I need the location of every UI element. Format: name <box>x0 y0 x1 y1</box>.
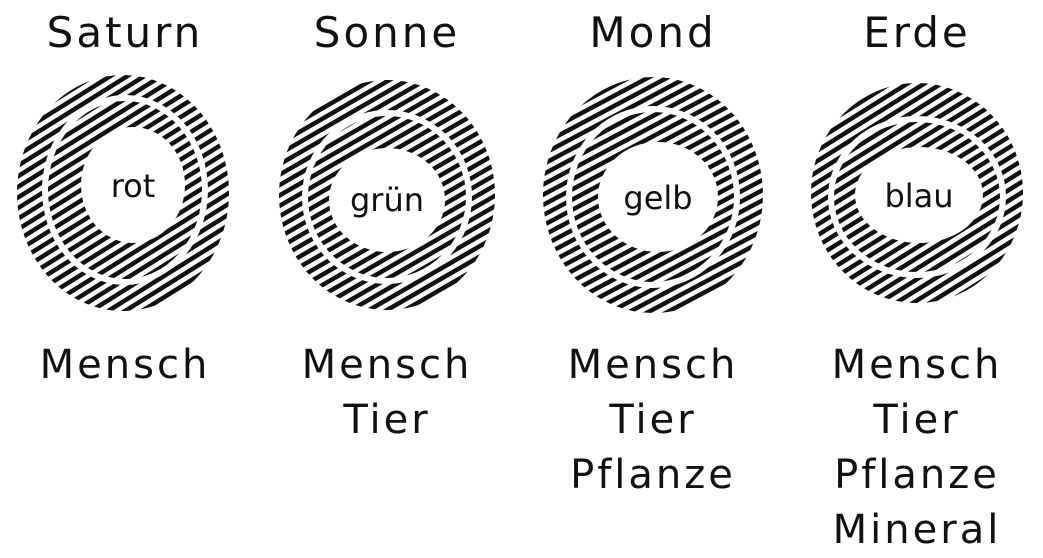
column-title: Erde <box>792 8 1042 57</box>
column-erde: Erde blau Mensch Tier Pflanze Mineral <box>792 0 1042 544</box>
column-sonne: Sonne grün Mensch Tier <box>262 0 512 544</box>
color-label: rot <box>111 167 156 205</box>
hatched-disc: grün <box>267 65 507 335</box>
color-label: blau <box>884 177 953 215</box>
kingdom-tier: Tier <box>792 393 1042 448</box>
column-title: Mond <box>528 8 778 57</box>
kingdom-mensch: Mensch <box>262 338 512 393</box>
kingdom-pflanze: Pflanze <box>792 448 1042 503</box>
hatched-disc-drawing: rot <box>5 65 245 335</box>
kingdom-mineral: Mineral <box>792 503 1042 558</box>
kingdom-list: Mensch Tier <box>262 338 512 448</box>
hatched-disc: blau <box>797 65 1037 335</box>
column-title: Sonne <box>262 8 512 57</box>
kingdom-list: Mensch <box>0 338 250 393</box>
hatched-disc-drawing: blau <box>797 65 1037 335</box>
column-saturn: Saturn rot Mensch <box>0 0 250 544</box>
hatched-disc: rot <box>5 65 245 335</box>
kingdom-mensch: Mensch <box>792 338 1042 393</box>
kingdom-tier: Tier <box>528 393 778 448</box>
hatched-disc-drawing: grün <box>267 65 507 335</box>
kingdom-list: Mensch Tier Pflanze Mineral <box>792 338 1042 558</box>
hatched-disc-drawing: gelb <box>533 65 773 335</box>
color-label: grün <box>350 181 424 219</box>
kingdom-mensch: Mensch <box>0 338 250 393</box>
kingdom-pflanze: Pflanze <box>528 448 778 503</box>
column-title: Saturn <box>0 8 250 57</box>
color-label: gelb <box>623 179 692 217</box>
hatched-disc: gelb <box>533 65 773 335</box>
kingdom-mensch: Mensch <box>528 338 778 393</box>
column-mond: Mond gelb Mensch Tier Pflanze <box>528 0 778 544</box>
kingdom-list: Mensch Tier Pflanze <box>528 338 778 503</box>
kingdom-tier: Tier <box>262 393 512 448</box>
